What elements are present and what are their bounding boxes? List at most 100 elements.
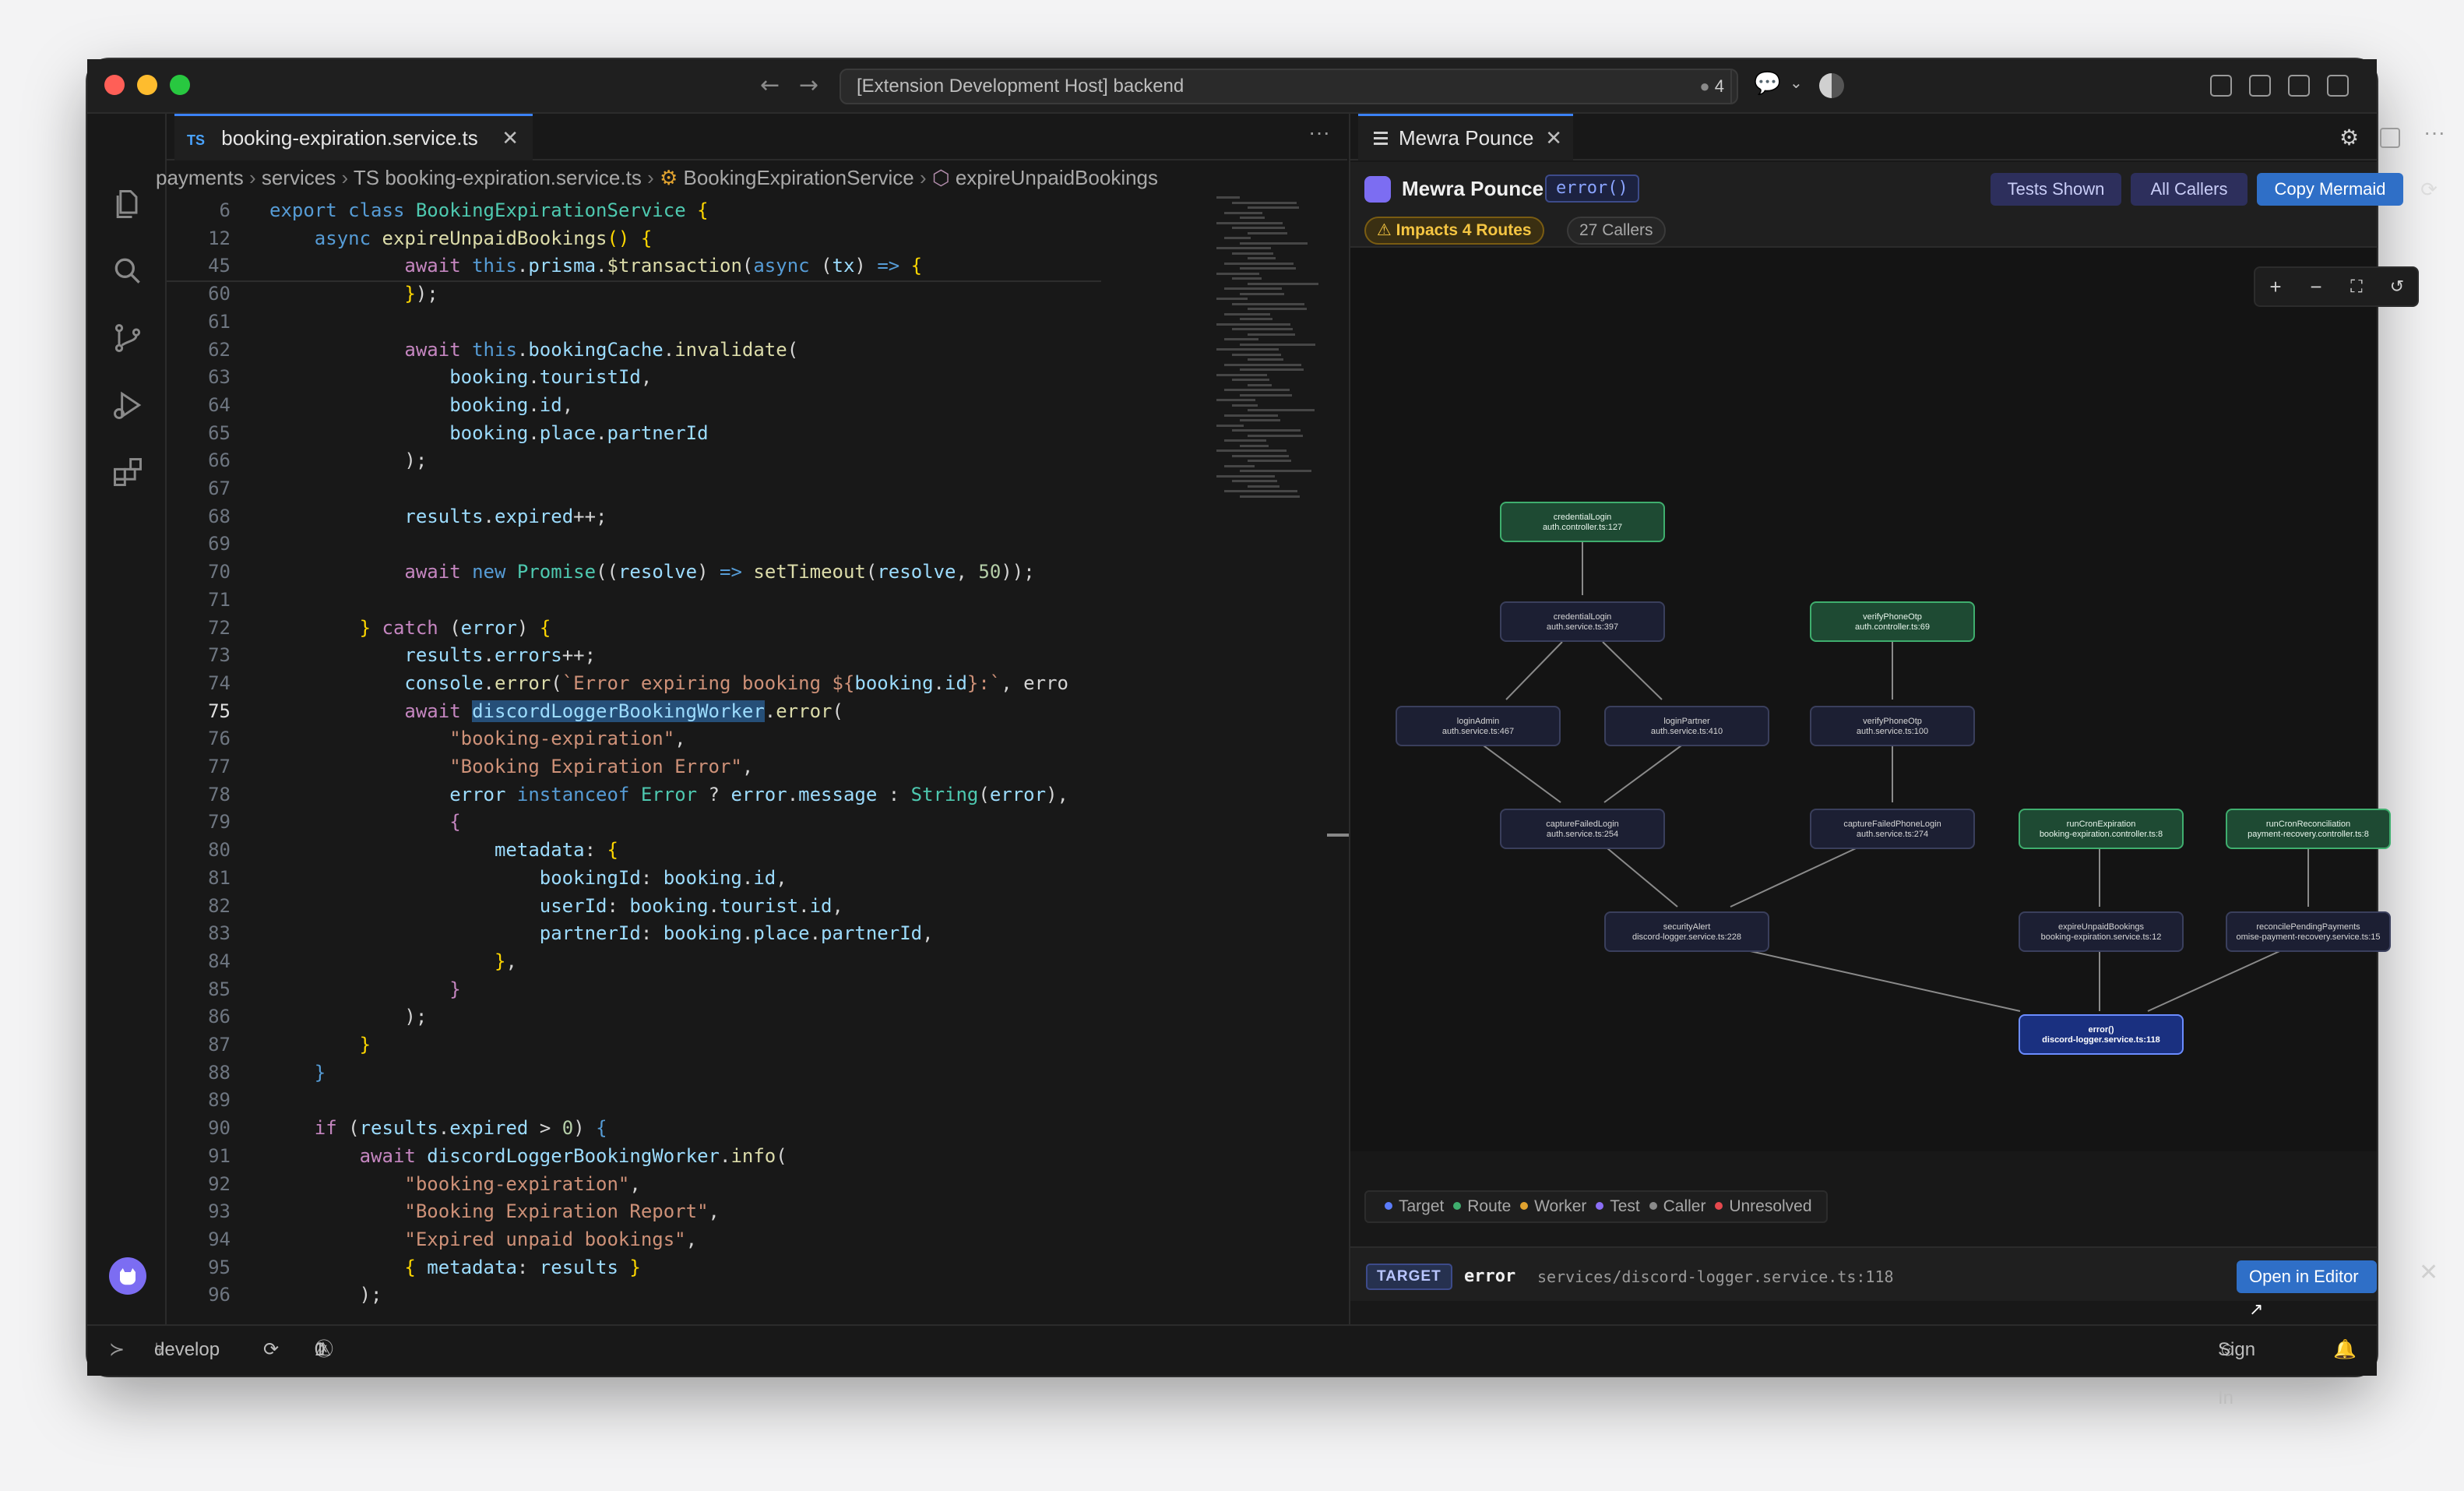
line-number[interactable]: 68 [208, 505, 231, 527]
copy-mermaid-button[interactable]: Copy Mermaid [2257, 173, 2403, 206]
line-number[interactable]: 65 [208, 421, 231, 444]
close-tab-icon[interactable]: ✕ [502, 126, 519, 150]
code-text[interactable]: partnerId: booking.place.partnerId, [539, 922, 934, 945]
line-number[interactable]: 82 [208, 894, 231, 917]
reset-view-button[interactable]: ↺ [2389, 277, 2405, 296]
code-text[interactable]: await new Promise((resolve) => setTimeou… [404, 561, 1035, 583]
breadcrumb-item[interactable]: services [261, 166, 336, 189]
fit-view-button[interactable]: ⛶ [2350, 277, 2363, 296]
line-number[interactable]: 63 [208, 366, 231, 389]
code-text[interactable]: results.errors++; [404, 644, 597, 667]
line-number[interactable]: 45 [208, 255, 231, 277]
line-number[interactable]: 12 [208, 227, 231, 249]
split-editor-icon[interactable] [2380, 128, 2400, 148]
toggle-panel-icon[interactable] [2288, 75, 2310, 97]
line-number[interactable]: 69 [208, 533, 231, 555]
line-number[interactable]: 93 [208, 1200, 231, 1223]
line-number[interactable]: 66 [208, 449, 231, 472]
back-arrow-icon[interactable]: ← [760, 72, 780, 99]
line-number[interactable]: 73 [208, 644, 231, 667]
code-text[interactable]: ); [269, 449, 428, 472]
run-debug-icon[interactable] [111, 388, 145, 422]
refresh-icon[interactable]: ⟳ [2420, 178, 2438, 201]
line-number[interactable]: 61 [208, 310, 231, 333]
toggle-sidebar-icon[interactable] [2249, 75, 2271, 97]
code-text[interactable]: results.expired++; [404, 505, 607, 527]
line-number[interactable]: 92 [208, 1172, 231, 1195]
line-number[interactable]: 62 [208, 338, 231, 361]
code-text[interactable]: await discordLoggerBookingWorker.error( [404, 700, 843, 722]
code-text[interactable]: await this.bookingCache.invalidate( [404, 338, 799, 361]
code-text[interactable]: metadata: { [494, 839, 618, 862]
line-number[interactable]: 81 [208, 866, 231, 889]
line-number[interactable]: 95 [208, 1256, 231, 1278]
code-text[interactable]: { [449, 811, 461, 834]
explorer-icon[interactable] [111, 187, 145, 221]
code-text[interactable]: booking.place.partnerId [449, 421, 709, 444]
code-text[interactable]: "Booking Expiration Report", [404, 1200, 720, 1223]
code-text[interactable]: } [449, 978, 461, 1000]
code-text[interactable]: { metadata: results } [404, 1256, 641, 1278]
breadcrumb-item[interactable]: expireUnpaidBookings [955, 166, 1159, 189]
customize-layout-icon[interactable] [2210, 75, 2232, 97]
toggle-secondary-sidebar-icon[interactable] [2327, 75, 2349, 97]
close-tab-icon[interactable]: ✕ [1545, 126, 1562, 150]
line-number[interactable]: 78 [208, 783, 231, 805]
zoom-in-button[interactable]: + [2269, 275, 2282, 298]
all-callers-button[interactable]: All Callers [2131, 173, 2248, 206]
code-text[interactable]: await this.prisma.$transaction(async (tx… [404, 255, 923, 277]
breadcrumb-item[interactable]: TS booking-expiration.service.ts [353, 166, 642, 189]
line-number[interactable]: 79 [208, 811, 231, 834]
code-text[interactable]: export class BookingExpirationService { [269, 199, 709, 221]
code-text[interactable]: if (results.expired > 0) { [314, 1117, 607, 1140]
forward-arrow-icon[interactable]: → [799, 72, 819, 99]
notification-badge[interactable]: ● 4 [1699, 76, 1724, 96]
breadcrumb-item[interactable]: payments [156, 166, 244, 189]
zoom-out-button[interactable]: − [2310, 275, 2322, 298]
line-number[interactable]: 91 [208, 1144, 231, 1167]
graph-node-target[interactable]: error()discord-logger.service.ts:118 [2019, 1014, 2184, 1055]
tab-booking-expiration-service[interactable]: TS booking-expiration.service.ts ✕ [174, 114, 533, 160]
line-number[interactable]: 89 [208, 1089, 231, 1112]
line-number[interactable]: 71 [208, 588, 231, 611]
code-text[interactable]: "booking-expiration", [449, 728, 686, 750]
code-text[interactable]: booking.touristId, [449, 366, 653, 389]
code-text[interactable]: "Expired unpaid bookings", [404, 1228, 698, 1250]
line-number[interactable]: 77 [208, 756, 231, 777]
line-number[interactable]: 90 [208, 1117, 231, 1140]
breadcrumb-item[interactable]: BookingExpirationService [683, 166, 914, 189]
more-actions-icon[interactable]: ··· [1308, 120, 1330, 144]
code-text[interactable]: userId: booking.tourist.id, [539, 894, 843, 917]
close-window-button[interactable] [104, 75, 125, 95]
line-number[interactable]: 83 [208, 922, 231, 945]
line-number[interactable]: 75 [208, 700, 231, 722]
code-text[interactable]: } catch (error) { [359, 616, 551, 639]
sync-icon[interactable]: ⟳ [263, 1339, 280, 1360]
close-footer-icon[interactable]: ✕ [2419, 1260, 2439, 1285]
code-text[interactable]: async expireUnpaidBookings() { [314, 227, 653, 249]
code-text[interactable]: }); [404, 283, 438, 305]
maximize-window-button[interactable] [170, 75, 190, 95]
scrollbar-indicator[interactable] [1327, 834, 1349, 837]
line-number[interactable]: 72 [208, 616, 231, 639]
code-text[interactable]: } [314, 1061, 326, 1084]
code-text[interactable]: error instanceof Error ? error.message :… [449, 783, 1068, 805]
line-number[interactable]: 6 [219, 199, 231, 221]
source-control-icon[interactable] [111, 321, 145, 355]
open-in-editor-button[interactable]: Open in Editor ↗ [2237, 1260, 2377, 1319]
code-text[interactable]: ); [269, 1284, 382, 1306]
code-text[interactable]: "Booking Expiration Error", [449, 756, 754, 777]
line-number[interactable]: 88 [208, 1061, 231, 1084]
code-text[interactable]: bookingId: booking.id, [539, 866, 787, 889]
line-number[interactable]: 74 [208, 671, 231, 694]
mewra-pounce-icon[interactable] [109, 1257, 146, 1295]
remote-icon[interactable]: ≻ [109, 1339, 125, 1360]
line-number[interactable]: 80 [208, 839, 231, 862]
code-text[interactable]: } [359, 1034, 371, 1056]
line-number[interactable]: 64 [208, 393, 231, 416]
